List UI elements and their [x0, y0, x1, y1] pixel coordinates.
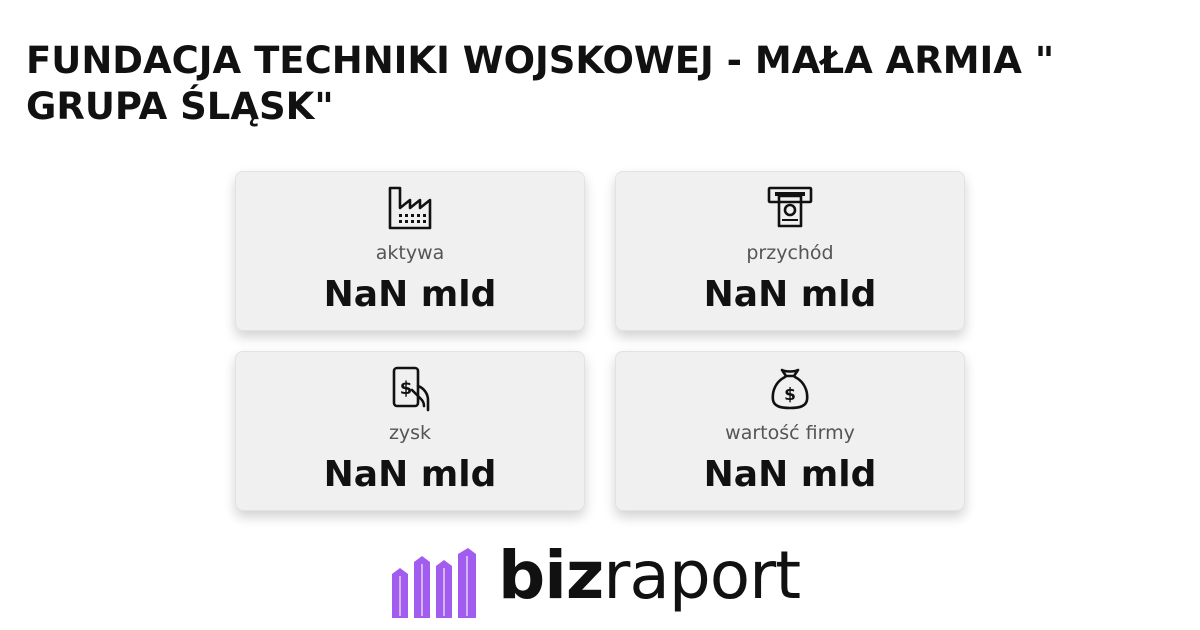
page-title: FUNDACJA TECHNIKI WOJSKOWEJ - MAŁA ARMIA… [26, 39, 1055, 128]
buildings-logo-icon [392, 548, 476, 618]
svg-text:$: $ [784, 385, 796, 405]
stat-value: NaN mld [703, 454, 877, 495]
factory-icon [388, 186, 432, 230]
stat-card-assets: aktywa NaN mld [235, 171, 585, 331]
stat-card-revenue: przychód NaN mld [615, 171, 965, 331]
logo-wordmark-regular: raport [603, 537, 801, 614]
stat-value: NaN mld [323, 274, 497, 315]
stats-grid: aktywa NaN mld przychód NaN mld $ zysk N… [235, 171, 965, 511]
hand-money-icon: $ [392, 366, 430, 412]
atm-cash-icon [767, 186, 813, 228]
stat-value: NaN mld [703, 274, 877, 315]
stat-label: zysk [388, 422, 432, 444]
stat-card-profit: $ zysk NaN mld [235, 351, 585, 511]
stat-label: aktywa [375, 242, 445, 264]
stat-label: wartość firmy [725, 422, 855, 444]
stat-label: przychód [746, 242, 834, 264]
stat-value: NaN mld [323, 454, 497, 495]
stat-card-company-value: $ wartość firmy NaN mld [615, 351, 965, 511]
svg-text:$: $ [400, 378, 413, 399]
logo-wordmark: bizraport [498, 537, 801, 614]
bizraport-logo: bizraport [390, 537, 820, 625]
money-bag-icon: $ [771, 368, 809, 410]
logo-wordmark-bold: biz [498, 537, 604, 614]
